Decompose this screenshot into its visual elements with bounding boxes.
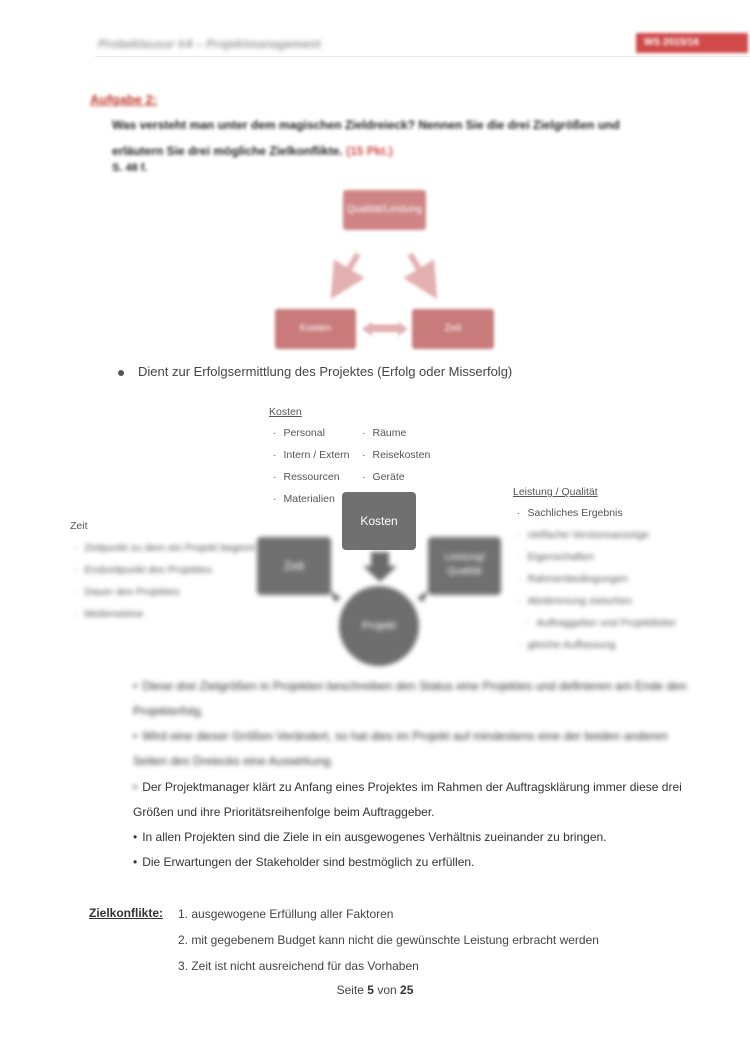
list-item: 3. Zeit ist nicht ausreichend für das Vo… (178, 959, 419, 973)
header-title: Probeklausur Ir4 – Projektmanagement (98, 37, 321, 51)
bullet-dot-icon (118, 369, 124, 376)
footer-current-page: 5 (367, 983, 374, 997)
list-item: Räume (362, 422, 430, 444)
diagram-box-quality-line1: Leistung/ (444, 552, 485, 563)
diagram-box-costs: Kosten (342, 492, 416, 550)
list-item: Reisekosten (362, 444, 431, 466)
list-item: Personal (273, 422, 349, 444)
list-item: 2. mit gegebenem Budget kann nicht die g… (178, 933, 599, 947)
list-item: Eigenschaften (517, 546, 676, 568)
header-semester-badge: WS 2015/16 (636, 33, 748, 53)
arrow-quality-to-costs (330, 252, 365, 300)
list-item: Meilensteine (74, 603, 255, 625)
arrow-diag-right-icon (417, 590, 429, 602)
triangle-box-quality: Qualität/Leistung (343, 190, 426, 230)
arrow-down-icon (363, 552, 397, 582)
quality-list-title: Leistung / Qualität (513, 486, 598, 498)
diagram-box-quality-line2: Qualität (447, 566, 482, 577)
triangle-box-time: Zeit (412, 309, 494, 349)
diagram-circle-project: Projekt (339, 586, 419, 666)
arrow-diag-left-icon (329, 590, 341, 602)
costs-list-col1: Personal Intern / Extern Ressourcen Mate… (273, 422, 350, 510)
footer-prefix: Seite (336, 983, 364, 997)
list-item: 1. ausgewogene Erfüllung aller Faktoren (178, 907, 394, 921)
quality-list: Sachliches Ergebnis vielfache Versionsan… (517, 502, 677, 656)
list-item: Rahmenbedingungen (517, 568, 676, 590)
time-list-title: Zeit (70, 520, 88, 532)
list-item: Abstimmung zwischen (517, 590, 676, 612)
costs-list-title: Kosten (269, 406, 302, 418)
paragraph-bullet-1: •Diese drei Zielgrößen in Projekten besc… (133, 679, 687, 718)
list-item: Sachliches Ergebnis (517, 502, 676, 524)
paragraph-bullet-4: •In allen Projekten sind die Ziele in ei… (133, 830, 607, 844)
arrow-quality-to-time (403, 252, 438, 300)
goal-conflicts-label: Zielkonflikte: (89, 906, 164, 920)
list-item: Dauer des Projektes (74, 581, 255, 603)
main-bullet: Dient zur Erfolgsermittlung des Projekte… (118, 364, 512, 379)
list-item: Zeitpunkt zu dem ein Projekt beginnt (74, 537, 255, 559)
paragraph-bullet-2: •Wird eine dieser Größen Verändert, so h… (133, 729, 668, 768)
double-arrow-icon (362, 322, 408, 336)
task-heading: Aufgabe 2: (90, 92, 158, 107)
list-item: Materialien (273, 488, 349, 510)
diagram-arrows (329, 552, 429, 602)
costs-list-col2: Räume Reisekosten Geräte (362, 422, 431, 488)
header-divider (95, 56, 750, 57)
task-reference: S. 48 f. (112, 162, 148, 174)
list-item: vielfache Versionsanzeige (517, 524, 676, 546)
list-item: Auftraggeber und Projektleiter (517, 612, 677, 634)
page-footer: Seite 5 von 25 (0, 983, 750, 997)
list-item: Ressourcen (273, 466, 349, 488)
main-bullet-text: Dient zur Erfolgsermittlung des Projekte… (138, 364, 513, 379)
goal-conflicts-list: 1. ausgewogene Erfüllung aller Faktoren … (178, 901, 599, 979)
paragraph-bullet-5: •Die Erwartungen der Stakeholder sind be… (133, 855, 475, 869)
task-question: Was versteht man unter dem magischen Zie… (112, 112, 632, 164)
diagram-box-quality: Leistung/ Qualität (428, 537, 501, 595)
task-question-text: Was versteht man unter dem magischen Zie… (112, 118, 620, 158)
paragraph-bullet-3: •Der Projektmanager klärt zu Anfang eine… (133, 780, 682, 819)
time-list: Zeitpunkt zu dem ein Projekt beginnt End… (74, 537, 255, 625)
triangle-box-costs: Kosten (275, 309, 356, 349)
list-item: gleiche Auffassung (517, 634, 676, 656)
list-item: Intern / Extern (273, 444, 350, 466)
list-item: Endzeitpunkt des Projektes (74, 559, 255, 581)
footer-total-pages: 25 (400, 983, 414, 997)
task-points: (15 Pkt.) (346, 144, 393, 158)
diagram-box-time: Zeit (257, 537, 331, 595)
footer-middle: von (377, 983, 397, 997)
list-item: Geräte (362, 466, 430, 488)
